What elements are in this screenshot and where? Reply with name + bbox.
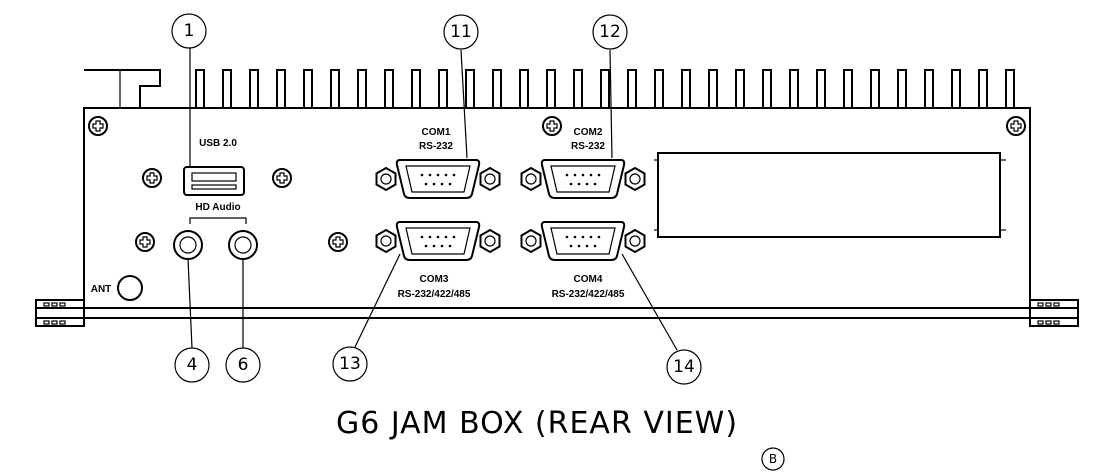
heatsink-fin	[897, 69, 907, 109]
callout-11: 11	[443, 14, 479, 50]
callout-4: 4	[174, 347, 210, 383]
com2-label: COM2	[574, 127, 603, 138]
heatsink-fin	[1005, 69, 1015, 109]
hd-audio-label: HD Audio	[195, 202, 240, 213]
screw-icon	[1006, 116, 1026, 136]
blank-panel	[654, 152, 1006, 238]
ant-label: ANT	[91, 284, 112, 295]
antenna-port	[117, 275, 143, 301]
heatsink-fin	[816, 69, 826, 109]
svg-text:12: 12	[599, 22, 621, 42]
heatsink-fin	[681, 69, 691, 109]
usb-port	[183, 166, 245, 196]
screw-icon	[272, 168, 292, 188]
left-mounting-rail	[35, 299, 85, 327]
heatsink-fin	[951, 69, 961, 109]
svg-text:6: 6	[238, 355, 249, 375]
heatsink-fin	[978, 69, 988, 109]
screw-icon	[328, 232, 348, 252]
com2-type: RS-232	[571, 141, 605, 152]
screw-icon	[88, 116, 108, 136]
svg-text:1: 1	[184, 21, 195, 41]
heatsink-fins	[195, 69, 1015, 109]
screw-icon	[542, 116, 562, 136]
heatsink-fin	[438, 69, 448, 109]
svg-text:14: 14	[673, 357, 695, 377]
svg-text:4: 4	[187, 355, 198, 375]
heatsink-fin	[735, 69, 745, 109]
com1-label: COM1	[422, 127, 451, 138]
audio-jack-left	[173, 230, 203, 260]
com3-type: RS-232/422/485	[398, 289, 471, 300]
diagram-title: G6 JAM BOX (REAR VIEW)	[336, 406, 738, 441]
leader-lines	[187, 48, 678, 351]
heatsink-fin	[303, 69, 313, 109]
heatsink-fin	[546, 69, 556, 109]
heatsink-fin	[573, 69, 583, 109]
heatsink-fin	[411, 69, 421, 109]
heatsink-fin	[357, 69, 367, 109]
revision-badge: B	[761, 447, 785, 471]
heatsink-fin	[627, 69, 637, 109]
usb-label: USB 2.0	[199, 138, 237, 149]
heatsink-fin	[276, 69, 286, 109]
com1-type: RS-232	[419, 141, 453, 152]
screw-icon	[142, 168, 162, 188]
heatsink-fin	[519, 69, 529, 109]
audio-jack-right	[228, 230, 258, 260]
callout-6: 6	[225, 347, 261, 383]
callout-13: 13	[332, 346, 368, 382]
heatsink-fin	[330, 69, 340, 109]
com4-label: COM4	[574, 274, 603, 285]
svg-text:B: B	[769, 452, 777, 466]
heatsink-fin	[465, 69, 475, 109]
antenna-bracket	[84, 69, 161, 108]
right-mounting-rail	[1029, 299, 1079, 327]
heatsink-fin	[762, 69, 772, 109]
heatsink-fin	[843, 69, 853, 109]
heatsink-fin	[600, 69, 610, 109]
heatsink-fin	[789, 69, 799, 109]
com3-port	[375, 221, 501, 261]
heatsink-fin	[870, 69, 880, 109]
heatsink-fin	[249, 69, 259, 109]
heatsink-fin	[384, 69, 394, 109]
svg-text:13: 13	[339, 354, 361, 374]
svg-text:11: 11	[450, 22, 472, 42]
com4-type: RS-232/422/485	[552, 289, 625, 300]
callout-14: 14	[666, 349, 702, 385]
callout-12: 12	[592, 14, 628, 50]
heatsink-fin	[654, 69, 664, 109]
heatsink-fin	[222, 69, 232, 109]
com3-label: COM3	[420, 274, 449, 285]
heatsink-fin	[924, 69, 934, 109]
com2-port	[520, 159, 646, 199]
com1-port	[375, 159, 501, 199]
heatsink-fin	[708, 69, 718, 109]
heatsink-fin	[492, 69, 502, 109]
com4-port	[520, 221, 646, 261]
heatsink-fin	[195, 69, 205, 109]
callout-1: 1	[171, 13, 207, 49]
screw-icon	[135, 232, 155, 252]
